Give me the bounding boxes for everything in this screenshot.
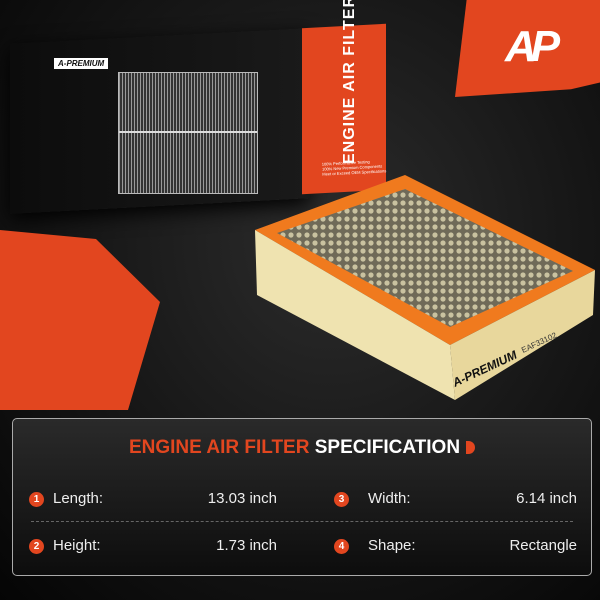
d-arrow-icon [466,441,476,454]
number-badge-icon: 4 [334,539,349,554]
spec-value: 6.14 inch [516,490,577,507]
air-filter-product-image: A-PREMIUM EAF33102 [255,175,595,400]
spec-value: 13.03 inch [207,490,277,507]
spec-title-rest: SPECIFICATION [314,437,461,458]
spec-label: Length: [53,490,104,507]
spec-title: ENGINE AIR FILTER SPECIFICATION [13,437,591,459]
spec-label: Height: [53,537,101,554]
spec-value: Rectangle [509,537,577,554]
decorative-orange-shape [0,230,160,410]
specification-panel: ENGINE AIR FILTER SPECIFICATION 1 Length… [12,418,592,576]
spec-row: 1 Length: 13.03 inch 3 Width: 6.14 inch [27,489,577,513]
divider [31,521,573,522]
number-badge-icon: 1 [29,492,44,507]
spec-label: Width: [368,490,411,507]
brand-logo-mark: AP [505,22,560,71]
box-brand-logo: A-PREMIUM [54,58,109,69]
number-badge-icon: 3 [334,492,349,507]
spec-label: Shape: [368,537,416,554]
spec-row: 2 Height: 1.73 inch 4 Shape: Rectangle [27,536,577,560]
number-badge-icon: 2 [29,539,44,554]
brand-logo-shape [455,0,600,97]
box-title: ENGINE AIR FILTER [341,0,358,164]
box-filter-illustration [118,72,258,194]
spec-value: 1.73 inch [216,537,277,554]
spec-title-accent: ENGINE AIR FILTER [128,437,310,458]
